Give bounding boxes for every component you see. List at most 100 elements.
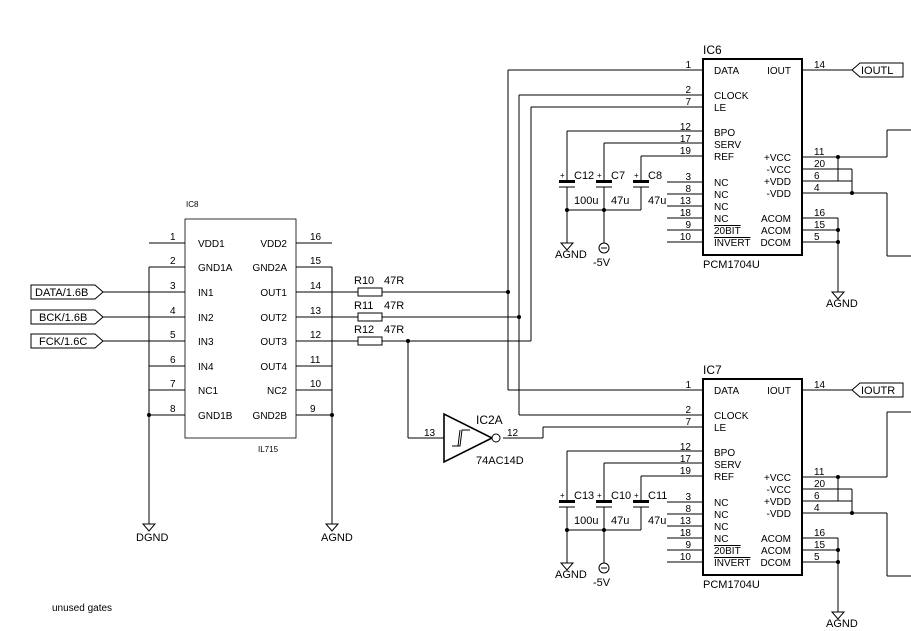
input-bck-flag: [30, 309, 104, 325]
ic8-pin-num: 16: [310, 232, 322, 243]
svg-text:+: +: [560, 171, 565, 180]
ic7-pin-name: SERV: [714, 460, 741, 471]
cap-ref: C12: [574, 170, 594, 182]
ic7-pin-num: 1: [685, 380, 691, 391]
ic7-pin-num: 19: [680, 466, 692, 477]
ic6-capacitors: + C12 100u + C7 47u + C8 47u AGND: [555, 168, 666, 269]
svg-text:+: +: [597, 491, 602, 500]
cap-ref: C13: [574, 490, 594, 502]
ic8-body: [184, 218, 297, 439]
input-fck-label: FCK/1.6C: [39, 336, 87, 348]
cap-ref: C10: [611, 490, 631, 502]
ic8-pin-num: 4: [170, 306, 176, 317]
cap-ref: C8: [648, 170, 662, 182]
ic7-capacitors: + C13 100u + C10 47u + C11 47u AGND: [555, 488, 667, 589]
ic7-pin-name: ACOM: [761, 546, 791, 557]
agnd-symbol: [324, 523, 340, 532]
svg-text:+: +: [597, 171, 602, 180]
ic8-pin-name: GND1A: [198, 263, 233, 274]
ic8-pin-num: 9: [310, 404, 316, 415]
ic8-pin-num: 12: [310, 330, 322, 341]
ic8-pin-name: GND2B: [253, 411, 288, 422]
ic8-right-pins: 16 15 14 13 12 11 10 9 VDD2 GND2A OUT1 O…: [253, 232, 332, 422]
ic7-pin-num: 14: [814, 380, 826, 391]
ic8-ground-wiring: DGND AGND: [136, 267, 353, 544]
ic6-agnd-symbol: [830, 291, 846, 300]
ic8-pin-name: IN4: [198, 362, 214, 373]
ic7-pin-name: NC: [714, 510, 728, 521]
ic6-pin-name: NC: [714, 214, 728, 225]
ic8-pin-num: 6: [170, 355, 176, 366]
ic6-pin-name: +VDD: [764, 177, 791, 188]
ic7-pin-num: 15: [814, 540, 826, 551]
ic8-pin-name: VDD1: [198, 239, 225, 250]
ic6-part: PCM1704U: [703, 259, 760, 271]
ic8-pin-num: 8: [170, 404, 176, 415]
neg5-label: -5V: [593, 577, 611, 589]
ic6-pin-name: LE: [714, 103, 727, 114]
ic6-pin-num: 11: [814, 147, 825, 158]
ic7-pin-num: 3: [685, 492, 691, 503]
ic6-pin-num: 16: [814, 208, 826, 219]
resistors: R10 47R R11 47R R12 47R: [332, 275, 531, 346]
ioutl-flag: [851, 62, 904, 78]
ic6-pin-num: 8: [685, 184, 691, 195]
input-bck-label: BCK/1.6B: [39, 312, 87, 324]
ic7-pin-num: 13: [680, 516, 692, 527]
ic6-pin-name: NC: [714, 190, 728, 201]
inverter-ic2a: IC2A 74AC14D 13 12: [424, 412, 524, 467]
ic7-pin-num: 7: [685, 417, 691, 428]
neg5-label: -5V: [593, 257, 611, 269]
gate-out-pin: 12: [507, 428, 519, 439]
ic8-pin-num: 5: [170, 330, 176, 341]
ic6-pin-num: 19: [680, 146, 692, 157]
ic8-pin-num: 15: [310, 256, 322, 267]
gate-ref: IC2A: [476, 413, 503, 427]
neg5-symbol: [598, 562, 610, 574]
ic8-pin-name: IN3: [198, 337, 214, 348]
ic8-pin-name: GND2A: [253, 263, 288, 274]
ioutr-label: IOUTR: [861, 385, 895, 397]
ic6-pin-num: 7: [685, 97, 691, 108]
ic8-pin-name: OUT2: [260, 313, 287, 324]
ic6-pin-name: 20BIT: [714, 226, 741, 237]
ic7-pin-num: 16: [814, 528, 826, 539]
ic6-pin-name: CLOCK: [714, 91, 749, 102]
ic6-pin-name: ACOM: [761, 214, 791, 225]
input-fck-flag: [30, 333, 104, 349]
ic6-pin-num: 6: [814, 171, 820, 182]
ic6-pin-name: +VCC: [764, 153, 791, 164]
ic7-ref: IC7: [703, 363, 722, 377]
cap-value: 100u: [574, 515, 598, 527]
ic6-pin-num: 18: [680, 208, 692, 219]
ic6-pin-name: BPO: [714, 128, 735, 139]
input-data-label: DATA/1.6B: [35, 287, 88, 299]
ic8-pin-num: 13: [310, 306, 322, 317]
schmitt-icon: [452, 429, 470, 447]
ic6-pin-num: 15: [814, 220, 826, 231]
ic7-pin-num: 8: [685, 504, 691, 515]
cap-value: 47u: [611, 195, 629, 207]
ic6-pin-num: 17: [680, 134, 692, 145]
gate-in-pin: 13: [424, 428, 436, 439]
ic6-pin-num: 5: [814, 232, 820, 243]
ic8-left-pins: 1 2 3 4 5 6 7 8 VDD1 GND1A IN1 IN2 IN3 I…: [149, 232, 233, 422]
cap-value: 100u: [574, 195, 598, 207]
r11-ref: R11: [354, 300, 373, 312]
ic8-pin-name: IN1: [198, 288, 214, 299]
ic6-pin-num: 9: [685, 220, 691, 231]
ic6-cap-agnd-label: AGND: [555, 249, 587, 261]
footnote: unused gates: [52, 603, 112, 614]
ic7-pin-name: +VDD: [764, 497, 791, 508]
ic7-pin-name: DCOM: [760, 558, 791, 569]
bus-wires: [407, 69, 703, 439]
svg-text:+: +: [634, 171, 639, 180]
ic6-cap-agnd-symbol: [559, 242, 575, 251]
cap-value: 47u: [648, 515, 666, 527]
ic6-pin-num: 14: [814, 60, 826, 71]
ioutl-label: IOUTL: [861, 65, 893, 77]
cap-value: 47u: [648, 195, 666, 207]
ic8-part: IL715: [258, 445, 279, 454]
ic8-pin-name: VDD2: [260, 239, 287, 250]
ic7-pin-name: -VDD: [767, 509, 791, 520]
